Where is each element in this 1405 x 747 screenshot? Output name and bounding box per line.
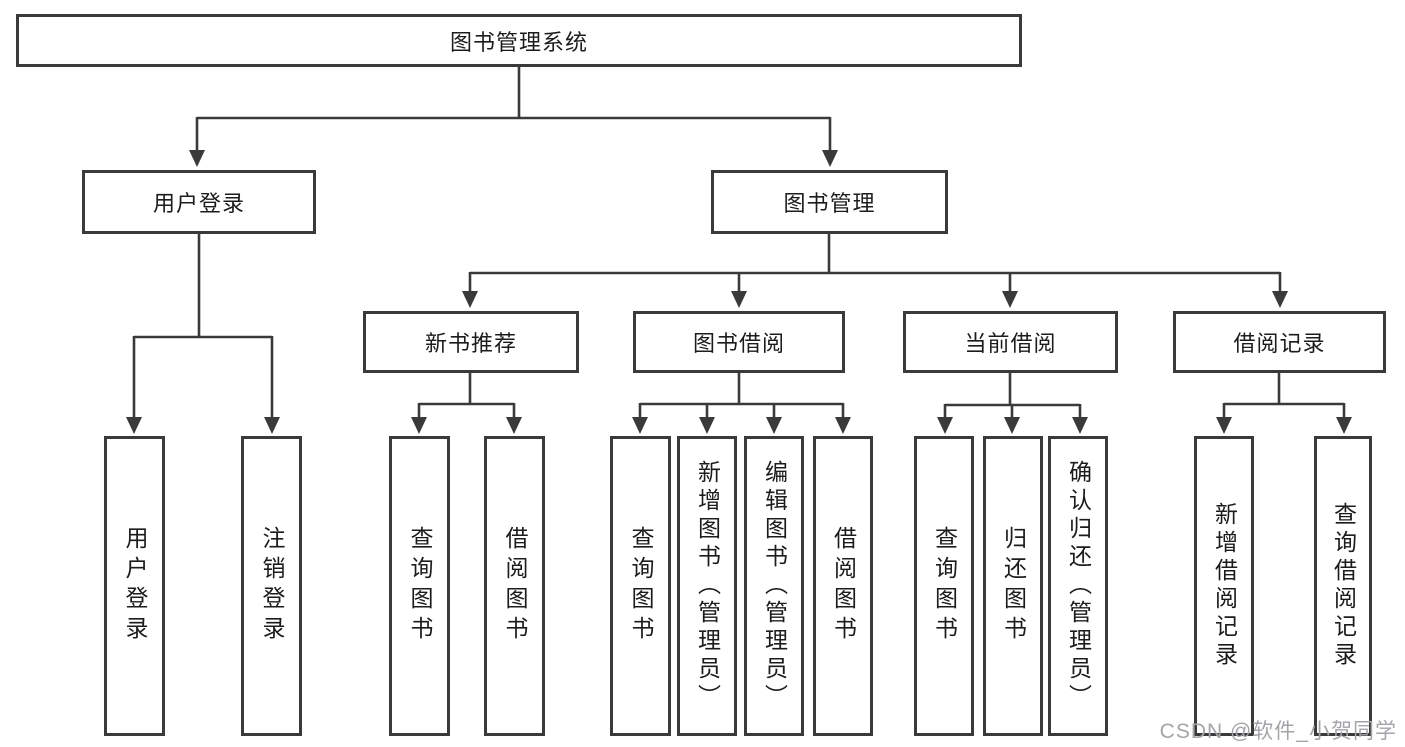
leaf-add-books-admin: 新增图书（管理员）: [677, 436, 737, 736]
node-new-book-recommendation: 新书推荐: [363, 311, 579, 373]
node-borrowing-records: 借阅记录: [1173, 311, 1386, 373]
leaf-borrow-books-recommendation: 借阅图书: [484, 436, 545, 736]
leaf-query-books-current: 查询图书: [914, 436, 974, 736]
leaf-logout: 注销登录: [241, 436, 302, 736]
leaf-borrow-books: 借阅图书: [813, 436, 873, 736]
leaf-confirm-return-admin: 确认归还（管理员）: [1048, 436, 1108, 736]
leaf-edit-books-admin: 编辑图书（管理员）: [744, 436, 804, 736]
watermark: CSDN @软件_小贺同学: [1159, 720, 1397, 743]
node-user-login: 用户登录: [82, 170, 316, 234]
leaf-add-borrow-record: 新增借阅记录: [1194, 436, 1254, 736]
leaf-query-books-recommendation: 查询图书: [389, 436, 450, 736]
node-book-management: 图书管理: [711, 170, 948, 234]
node-book-borrowing: 图书借阅: [633, 311, 845, 373]
leaf-query-books-borrowing: 查询图书: [610, 436, 671, 736]
node-current-borrowing: 当前借阅: [903, 311, 1118, 373]
leaf-return-books: 归还图书: [983, 436, 1043, 736]
leaf-user-login: 用户登录: [104, 436, 165, 736]
leaf-query-borrow-record: 查询借阅记录: [1314, 436, 1372, 736]
node-library-management-system: 图书管理系统: [16, 14, 1022, 67]
